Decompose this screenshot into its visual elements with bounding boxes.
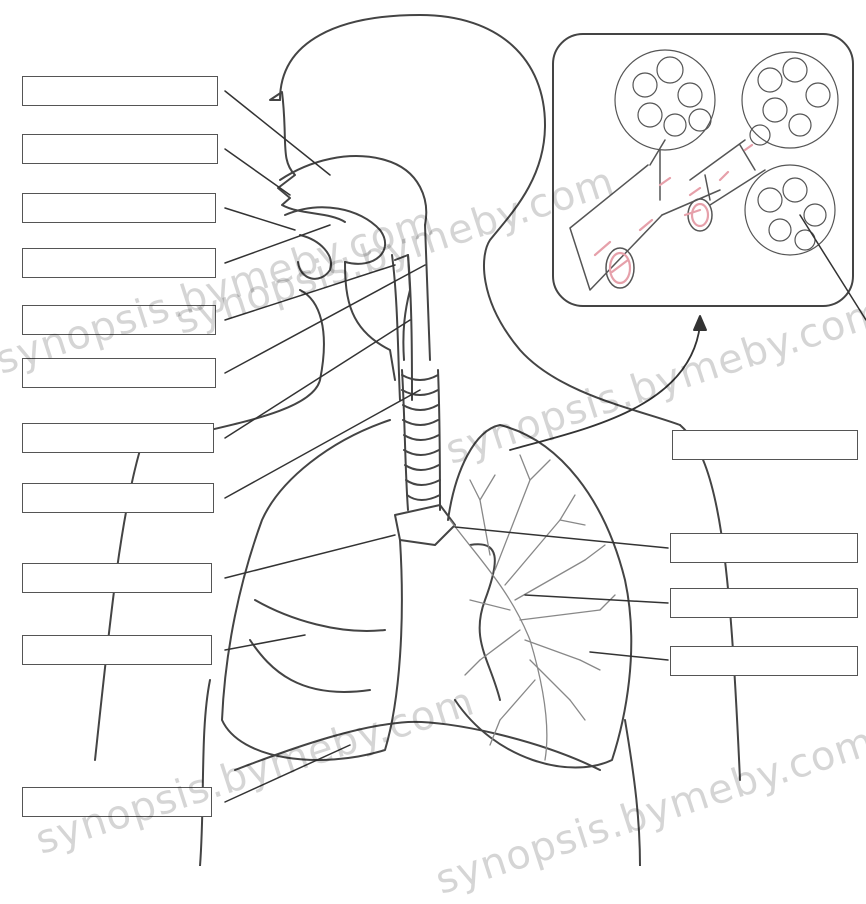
label-box-6[interactable] [22,358,216,388]
label-box-11[interactable] [22,787,212,817]
bronchial-tree [450,455,615,760]
label-box-4[interactable] [22,248,216,278]
label-box-13[interactable] [670,533,858,563]
bronchiole-rings [595,145,752,283]
trachea [395,370,455,545]
label-box-8[interactable] [22,483,214,513]
label-box-5[interactable] [22,305,216,335]
throat-front [345,262,395,380]
label-box-10[interactable] [22,635,212,665]
bronchioles [570,140,765,290]
left-lung [222,420,402,760]
label-box-14[interactable] [670,588,858,618]
label-box-1[interactable] [22,76,218,106]
label-box-15[interactable] [670,646,858,676]
label-box-12[interactable] [672,430,858,460]
label-box-3[interactable] [22,193,216,223]
arrowhead [694,316,706,330]
nasal-cavity [280,156,426,225]
left-lung-fissure [250,600,385,692]
label-box-9[interactable] [22,563,212,593]
chest-wall-left [200,680,210,866]
label-box-7[interactable] [22,423,214,453]
chest-wall-right [625,720,640,866]
throat-back [425,225,430,360]
label-box-2[interactable] [22,134,218,164]
tongue [298,235,331,279]
